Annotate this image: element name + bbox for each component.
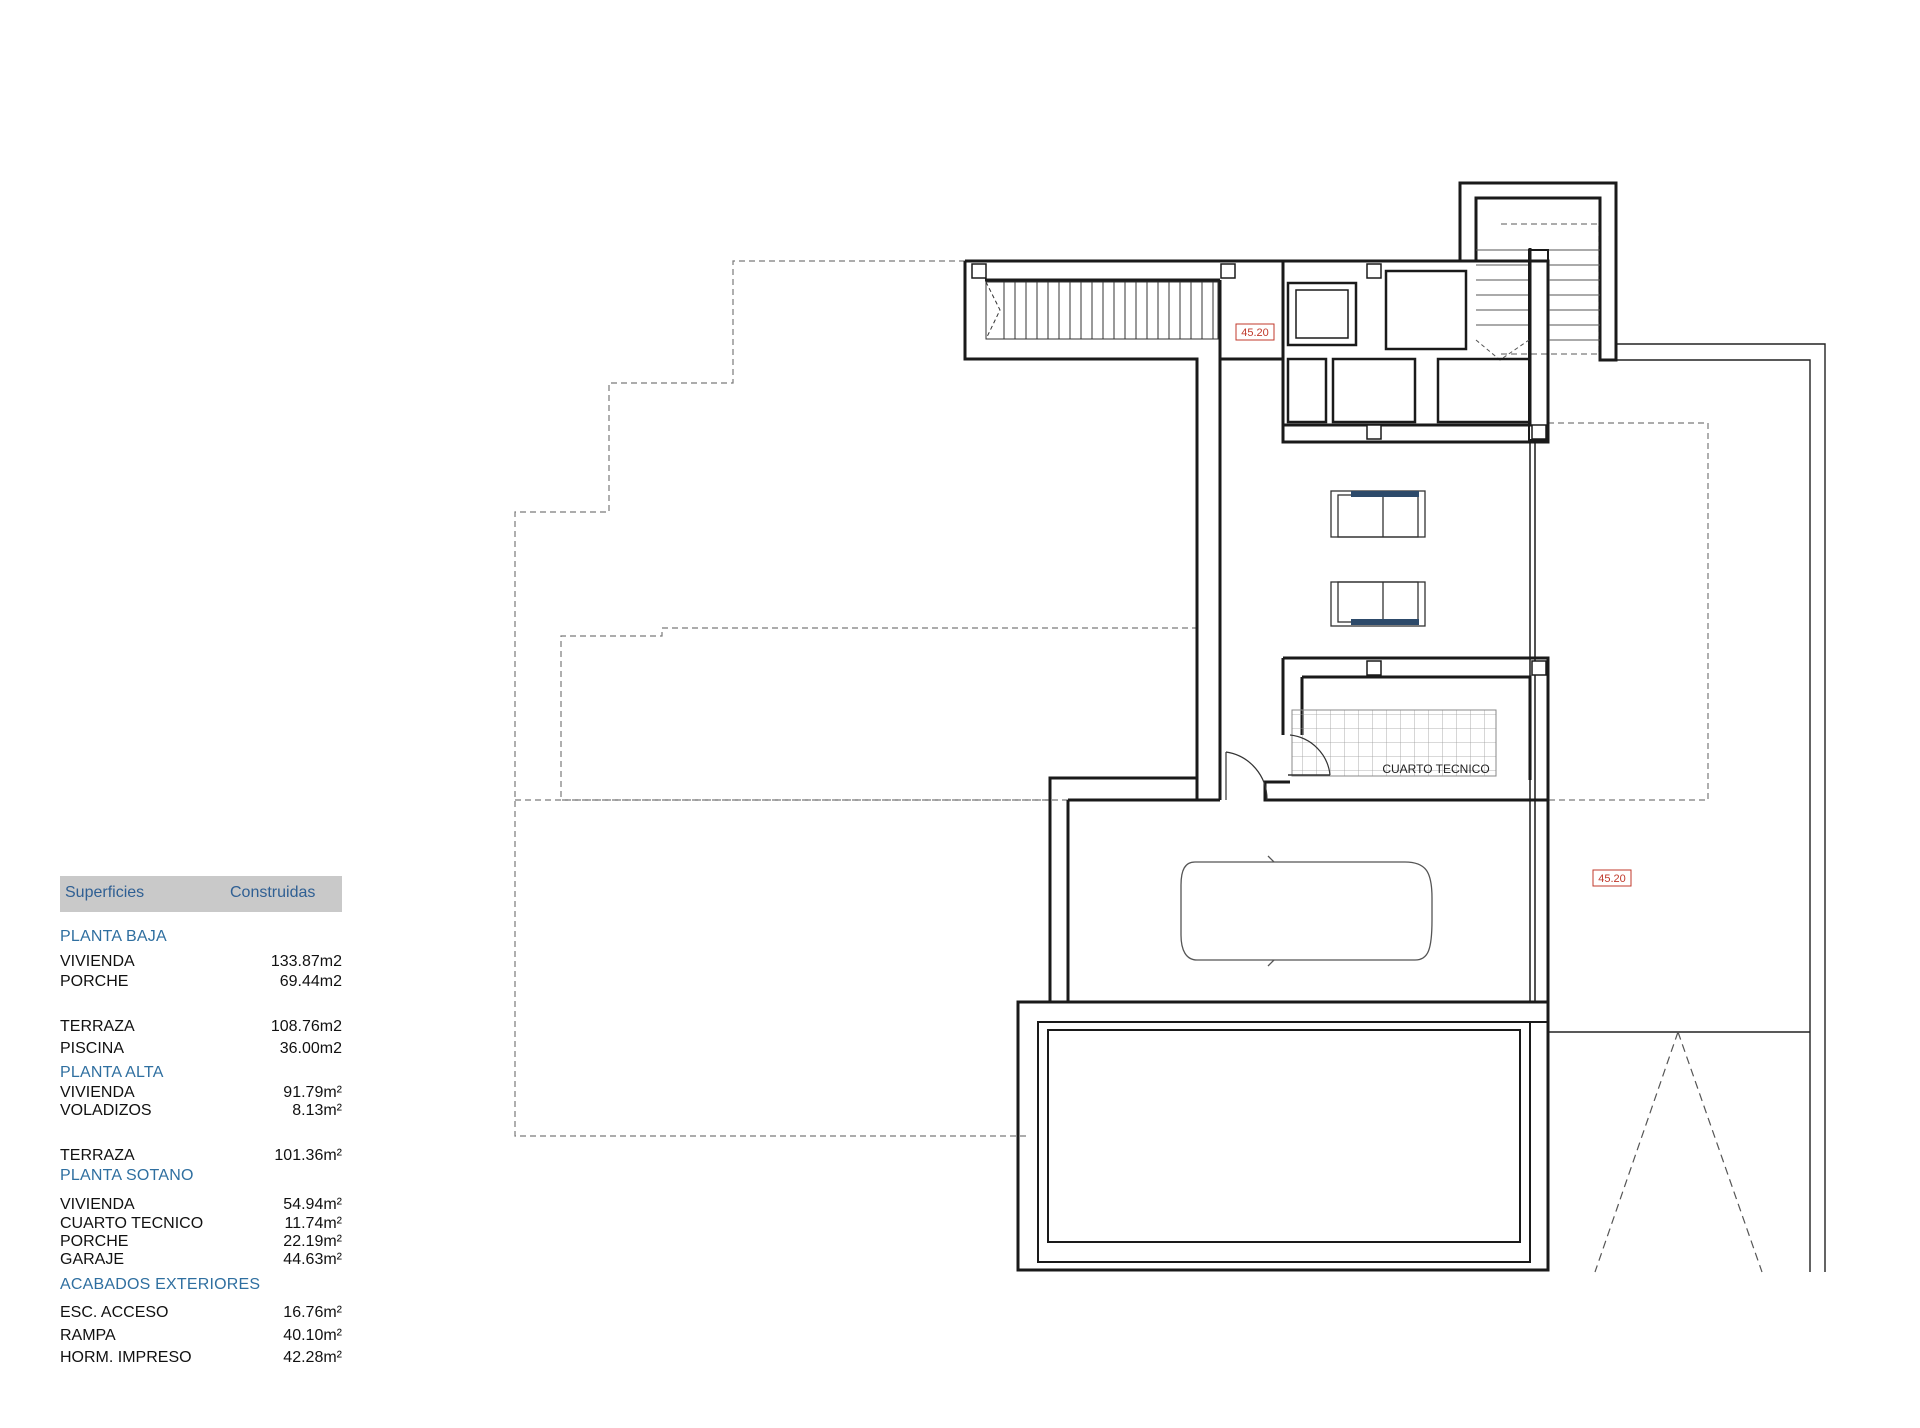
header-construidas: Construidas	[230, 884, 316, 901]
level-mark-top-text: 45.20	[1241, 327, 1269, 339]
table-row: PORCHE 69.44m2	[60, 973, 342, 993]
table-row: TERRAZA 101.36m²	[60, 1147, 342, 1167]
staircase	[985, 281, 1219, 340]
table-row: VIVIENDA 133.87m2	[60, 953, 342, 973]
row-value: 133.87m2	[270, 953, 342, 970]
level-mark-right: 45.20	[1592, 869, 1632, 887]
table-row: PISCINA 36.00m2	[60, 1040, 342, 1060]
table-row: CUARTO TECNICO 11.74m²	[60, 1215, 342, 1235]
row-value: 54.94m²	[283, 1196, 342, 1213]
row-value: 101.36m²	[274, 1147, 342, 1164]
row-value: 11.74m²	[284, 1215, 342, 1232]
row-name: ESC. ACCESO	[60, 1304, 169, 1321]
tower-stair	[1475, 249, 1600, 441]
pillars	[971, 263, 1547, 676]
row-value: 22.19m²	[283, 1233, 342, 1250]
row-name: PISCINA	[60, 1040, 125, 1057]
exterior-walls	[963, 181, 1618, 1272]
room-label-cuarto-tecnico: CUARTO TECNICO	[1382, 762, 1489, 776]
row-name: TERRAZA	[60, 1147, 135, 1164]
row-value: 36.00m2	[279, 1040, 342, 1057]
technical-room	[1288, 709, 1497, 777]
row-name: TERRAZA	[60, 1018, 135, 1035]
header-superficies: Superficies	[65, 884, 145, 901]
row-name: VIVIENDA	[60, 1084, 135, 1101]
row-name: PORCHE	[60, 1233, 129, 1250]
site-boundary	[1548, 343, 1826, 1272]
level-mark-top: 45.20	[1235, 323, 1275, 341]
row-name: CUARTO TECNICO	[60, 1215, 204, 1232]
row-value: 8.13m²	[292, 1102, 342, 1119]
table-header: Superficies Construidas	[60, 876, 342, 912]
row-name: VIVIENDA	[60, 953, 135, 970]
row-name: HORM. IMPRESO	[60, 1349, 192, 1366]
section-title: ACABADOS EXTERIORES	[60, 1276, 261, 1293]
section-title: PLANTA BAJA	[60, 928, 167, 945]
level-mark-right-text: 45.20	[1598, 873, 1626, 885]
table-row: HORM. IMPRESO 42.28m²	[60, 1349, 342, 1369]
table-row: GARAJE 44.63m²	[60, 1251, 342, 1271]
table-row: ESC. ACCESO 16.76m²	[60, 1304, 342, 1324]
row-name: GARAJE	[60, 1251, 125, 1268]
ramp-lines	[1594, 1031, 1763, 1273]
sofas	[1330, 490, 1426, 627]
table-row: VOLADIZOS 8.13m²	[60, 1102, 342, 1122]
row-value: 44.63m²	[283, 1251, 342, 1268]
row-value: 42.28m²	[283, 1349, 342, 1366]
car-outline	[1180, 855, 1433, 967]
row-value: 108.76m2	[270, 1018, 342, 1035]
section-title: PLANTA ALTA	[60, 1064, 164, 1081]
row-value: 40.10m²	[283, 1327, 342, 1344]
row-name: PORCHE	[60, 973, 129, 990]
table-row: PORCHE 22.19m²	[60, 1233, 342, 1253]
table-row: TERRAZA 108.76m2	[60, 1018, 342, 1038]
row-value: 91.79m²	[283, 1084, 342, 1101]
table-row: VIVIENDA 54.94m²	[60, 1196, 342, 1216]
row-name: VOLADIZOS	[60, 1102, 152, 1119]
row-name: RAMPA	[60, 1327, 116, 1344]
table-row: RAMPA 40.10m²	[60, 1327, 342, 1347]
service-rooms	[1286, 269, 1532, 424]
row-name: VIVIENDA	[60, 1196, 135, 1213]
row-value: 16.76m²	[283, 1304, 342, 1321]
section-title: PLANTA SOTANO	[60, 1167, 194, 1184]
table-row: VIVIENDA 91.79m²	[60, 1084, 342, 1104]
row-value: 69.44m2	[279, 973, 342, 990]
door	[1225, 751, 1268, 801]
